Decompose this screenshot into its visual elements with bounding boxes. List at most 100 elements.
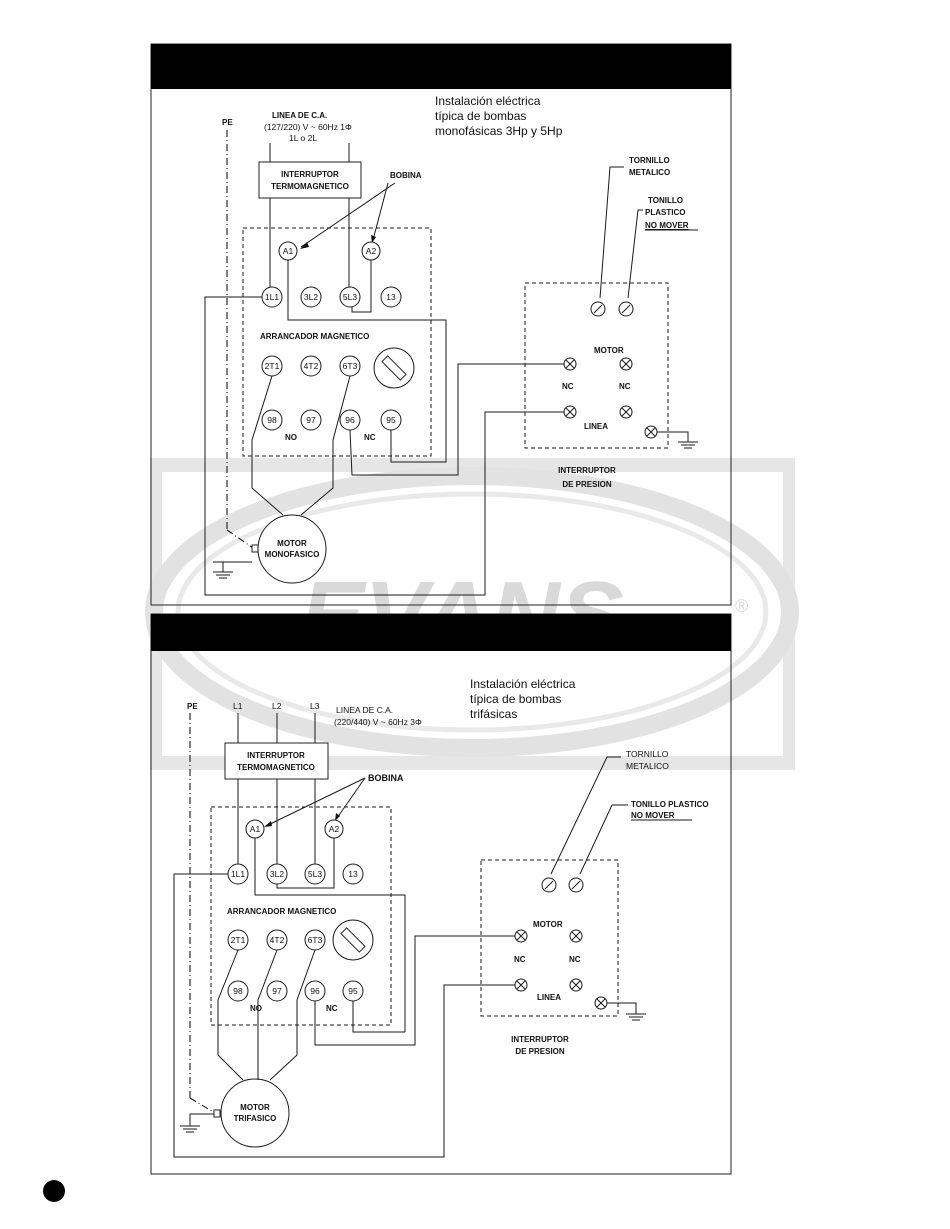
coil-terminal-a2: A2 bbox=[324, 819, 344, 839]
terminal-2t1: 2T1 bbox=[227, 929, 249, 951]
svg-text:95: 95 bbox=[386, 415, 396, 425]
ps-nc-right: NC bbox=[569, 955, 581, 964]
metal-screw bbox=[590, 301, 606, 317]
ps-ground-terminal bbox=[594, 996, 608, 1010]
caption-line-1: Instalación eléctrica bbox=[435, 94, 541, 108]
no-label: NO bbox=[250, 1004, 262, 1013]
terminal-6t3: 6T3 bbox=[339, 355, 361, 377]
terminal-98: 98 bbox=[261, 409, 283, 431]
screw-plastic-label-1: TONILLO bbox=[648, 196, 683, 205]
terminal-4t2: 4T2 bbox=[300, 355, 322, 377]
coil-label: BOBINA bbox=[368, 773, 404, 783]
starter-box bbox=[210, 806, 392, 1026]
no-mover-label: NO MOVER bbox=[631, 811, 675, 820]
terminal-1l1: 1L1 bbox=[261, 286, 283, 308]
starter-box bbox=[242, 227, 432, 457]
svg-text:A2: A2 bbox=[366, 246, 377, 256]
terminal-1l1: 1L1 bbox=[227, 863, 249, 885]
ps-terminal-motor-right bbox=[619, 357, 633, 371]
pe-label: PE bbox=[187, 702, 198, 711]
overload-dial bbox=[332, 919, 374, 961]
panel-header-bar bbox=[151, 614, 731, 651]
terminal-97: 97 bbox=[300, 409, 322, 431]
ps-terminal-linea-left bbox=[514, 978, 528, 992]
ps-label-1: INTERRUPTOR bbox=[511, 1035, 569, 1044]
breaker-box bbox=[224, 742, 329, 780]
breaker-label-1: INTERRUPTOR bbox=[247, 751, 305, 760]
svg-text:13: 13 bbox=[348, 869, 358, 879]
svg-text:97: 97 bbox=[306, 415, 316, 425]
screw-metal-label-2: METALICO bbox=[626, 761, 669, 771]
pressure-switch-box bbox=[524, 282, 669, 449]
caption-line-3: trifásicas bbox=[470, 707, 517, 721]
no-label: NO bbox=[285, 433, 297, 442]
line-sub: 1L o 2L bbox=[289, 133, 317, 143]
motor-label-2: TRIFASICO bbox=[234, 1114, 277, 1123]
breaker-label-2: TERMOMAGNETICO bbox=[271, 182, 349, 191]
watermark-registered: ® bbox=[735, 596, 748, 616]
svg-text:4T2: 4T2 bbox=[270, 935, 285, 945]
svg-text:5L3: 5L3 bbox=[343, 292, 357, 302]
panel-header-bar bbox=[151, 44, 731, 89]
ps-linea-label: LINEA bbox=[537, 993, 561, 1002]
coil-terminal-a2: A2 bbox=[361, 241, 381, 261]
svg-text:98: 98 bbox=[267, 415, 277, 425]
screw-metal-label-1: TORNILLO bbox=[626, 749, 669, 759]
screw-plastic-label-3: NO MOVER bbox=[645, 221, 689, 230]
terminal-95: 95 bbox=[342, 980, 364, 1002]
caption-line-2: típica de bombas bbox=[470, 692, 561, 706]
ps-motor-label: MOTOR bbox=[533, 920, 563, 929]
svg-text:A2: A2 bbox=[329, 824, 340, 834]
terminal-95: 95 bbox=[380, 409, 402, 431]
diagram-single-phase: Instalación eléctrica típica de bombas m… bbox=[150, 43, 732, 606]
ps-label-2: DE PRESION bbox=[562, 480, 612, 489]
line-spec: (127/220) V ~ 60Hz 1Φ bbox=[264, 122, 352, 132]
screw-metal-label-1: TORNILLO bbox=[629, 156, 670, 165]
ps-terminal-motor-right bbox=[569, 929, 583, 943]
terminal-3l2: 3L2 bbox=[300, 286, 322, 308]
line-l2: L2 bbox=[272, 701, 282, 711]
ps-linea-label: LINEA bbox=[584, 422, 608, 431]
svg-text:5L3: 5L3 bbox=[308, 869, 322, 879]
ps-ground-terminal bbox=[644, 425, 658, 439]
page-marker-dot bbox=[43, 1180, 65, 1202]
pressure-switch-box bbox=[480, 859, 619, 1017]
svg-text:6T3: 6T3 bbox=[308, 935, 323, 945]
motor-label-1: MOTOR bbox=[240, 1103, 270, 1112]
line-title: LINEA DE C.A. bbox=[272, 111, 327, 120]
line-spec: (220/440) V ~ 60Hz 3Φ bbox=[334, 717, 422, 727]
ps-label-2: DE PRESION bbox=[515, 1047, 565, 1056]
caption-line-2: típica de bombas bbox=[435, 109, 526, 123]
svg-text:98: 98 bbox=[233, 986, 243, 996]
ps-terminal-linea-left bbox=[563, 405, 577, 419]
terminal-13: 13 bbox=[342, 863, 364, 885]
ps-nc-left: NC bbox=[514, 955, 526, 964]
ps-motor-label: MOTOR bbox=[594, 346, 624, 355]
line-l3: L3 bbox=[310, 701, 320, 711]
breaker-box bbox=[258, 161, 362, 199]
starter-label: ARRANCADOR MAGNETICO bbox=[260, 332, 369, 341]
starter-label: ARRANCADOR MAGNETICO bbox=[227, 907, 336, 916]
coil-label: BOBINA bbox=[390, 171, 422, 180]
terminal-5l3: 5L3 bbox=[304, 863, 326, 885]
ps-nc-right: NC bbox=[619, 382, 631, 391]
terminal-5l3: 5L3 bbox=[339, 286, 361, 308]
terminal-13: 13 bbox=[380, 286, 402, 308]
line-l1: L1 bbox=[233, 701, 243, 711]
terminal-2t1: 2T1 bbox=[261, 355, 283, 377]
line-title: LINEA DE C.A. bbox=[336, 705, 393, 715]
nc-label: NC bbox=[326, 1004, 338, 1013]
caption-line-3: monofásicas 3Hp y 5Hp bbox=[435, 124, 563, 138]
svg-text:6T3: 6T3 bbox=[343, 361, 358, 371]
svg-text:3L2: 3L2 bbox=[304, 292, 318, 302]
ps-terminal-linea-right bbox=[569, 978, 583, 992]
ps-nc-left: NC bbox=[562, 382, 574, 391]
terminal-96: 96 bbox=[304, 980, 326, 1002]
svg-text:2T1: 2T1 bbox=[265, 361, 280, 371]
terminal-3l2: 3L2 bbox=[266, 863, 288, 885]
motor-label-1: MOTOR bbox=[277, 539, 307, 548]
svg-text:2T1: 2T1 bbox=[231, 935, 246, 945]
screw-plastic-label-2: PLASTICO bbox=[645, 208, 685, 217]
svg-text:1L1: 1L1 bbox=[265, 292, 279, 302]
svg-text:95: 95 bbox=[348, 986, 358, 996]
